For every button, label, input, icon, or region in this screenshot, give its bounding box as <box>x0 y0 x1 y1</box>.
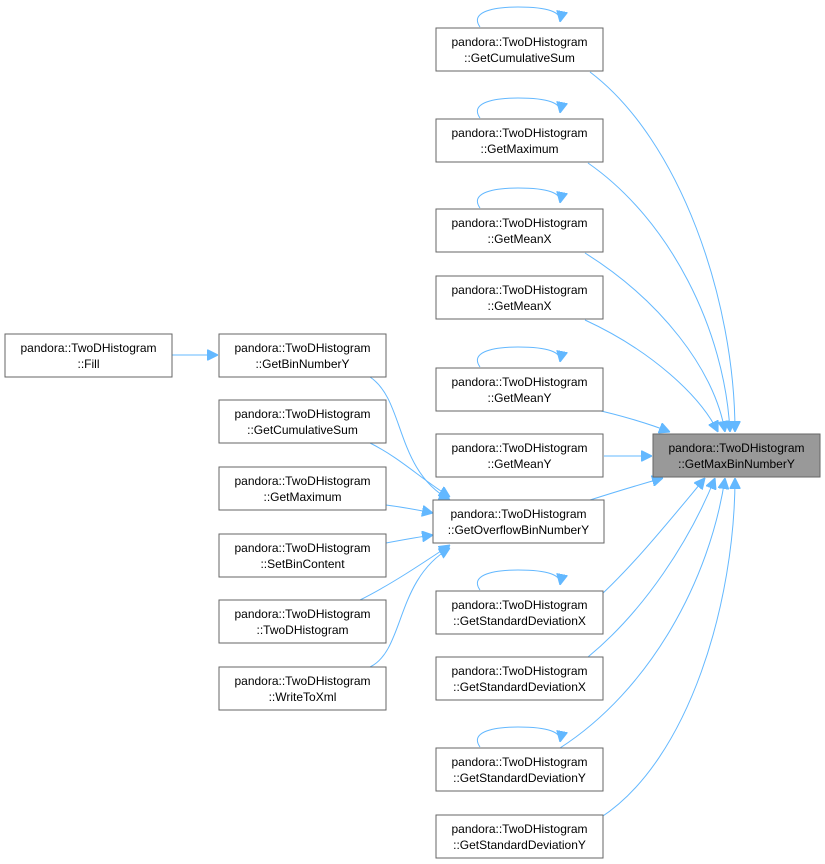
node-get-mean-y-1-line2: ::GetMeanY <box>487 391 551 405</box>
node-get-max-bin-number-y[interactable]: pandora::TwoDHistogram ::GetMaxBinNumber… <box>652 433 821 478</box>
node-write-to-xml-line2: ::WriteToXml <box>269 690 337 704</box>
node-get-mean-x-2-line1: pandora::TwoDHistogram <box>451 283 587 297</box>
edge-maximum-to-getmaxbinnumbery <box>587 162 730 432</box>
node-get-maximum-line1: pandora::TwoDHistogram <box>451 126 587 140</box>
node-get-std-dev-x-1-line1: pandora::TwoDHistogram <box>451 598 587 612</box>
self-loop-stddevx1 <box>477 569 560 591</box>
node-write-to-xml-line1: pandora::TwoDHistogram <box>234 674 370 688</box>
node-get-mean-y-2-line1: pandora::TwoDHistogram <box>451 441 587 455</box>
node-get-bin-number-y-line1: pandora::TwoDHistogram <box>234 341 370 355</box>
node-get-cumulative-sum-left-line1: pandora::TwoDHistogram <box>234 407 370 421</box>
node-get-cumulative-sum-left[interactable]: pandora::TwoDHistogram ::GetCumulativeSu… <box>218 399 387 444</box>
self-loop-stddevy1 <box>477 726 560 748</box>
node-get-std-dev-x-2-line2: ::GetStandardDeviationX <box>453 680 586 694</box>
node-get-overflow-bin-number-y-line2: ::GetOverflowBinNumberY <box>448 523 589 537</box>
edge-stddevy1-to-getmaxbinnumbery <box>559 478 725 749</box>
node-get-max-bin-number-y-line2: ::GetMaxBinNumberY <box>678 457 795 471</box>
node-write-to-xml[interactable]: pandora::TwoDHistogram ::WriteToXml <box>218 666 387 711</box>
node-get-std-dev-x-2-line1: pandora::TwoDHistogram <box>451 664 587 678</box>
node-get-cumulative-sum-line1: pandora::TwoDHistogram <box>451 35 587 49</box>
node-get-std-dev-x-1[interactable]: pandora::TwoDHistogram ::GetStandardDevi… <box>435 590 604 635</box>
node-get-std-dev-x-2[interactable]: pandora::TwoDHistogram ::GetStandardDevi… <box>435 656 604 701</box>
node-get-mean-x-1[interactable]: pandora::TwoDHistogram ::GetMeanX <box>435 208 604 253</box>
node-get-std-dev-y-2[interactable]: pandora::TwoDHistogram ::GetStandardDevi… <box>435 814 604 859</box>
node-get-std-dev-y-2-line1: pandora::TwoDHistogram <box>451 822 587 836</box>
edge-getbinnumbery-to-overflow <box>369 376 450 500</box>
node-get-cumulative-sum[interactable]: pandora::TwoDHistogram ::GetCumulativeSu… <box>435 27 604 72</box>
node-two-d-histogram[interactable]: pandora::TwoDHistogram ::TwoDHistogram <box>218 599 387 644</box>
node-get-bin-number-y[interactable]: pandora::TwoDHistogram ::GetBinNumberY <box>218 333 387 378</box>
node-get-mean-x-1-line2: ::GetMeanX <box>487 232 551 246</box>
edge-stddevx2-to-getmaxbinnumbery <box>587 478 715 658</box>
node-get-maximum[interactable]: pandora::TwoDHistogram ::GetMaximum <box>435 118 604 163</box>
node-get-mean-x-2[interactable]: pandora::TwoDHistogram ::GetMeanX <box>435 275 604 320</box>
node-get-maximum-left-line2: ::GetMaximum <box>263 490 341 504</box>
node-set-bin-content-line1: pandora::TwoDHistogram <box>234 541 370 555</box>
edge-writetoxml-to-overflow <box>369 548 450 668</box>
self-loop-meany1 <box>477 346 560 368</box>
edge-stddevx1-to-getmaxbinnumbery <box>589 478 705 606</box>
self-loop-meanx1 <box>477 187 560 209</box>
node-fill-line2: ::Fill <box>78 357 100 371</box>
node-get-bin-number-y-line2: ::GetBinNumberY <box>255 357 349 371</box>
node-get-cumulative-sum-left-line2: ::GetCumulativeSum <box>247 423 358 437</box>
node-get-maximum-line2: ::GetMaximum <box>480 142 558 156</box>
edge-overflow-to-getmaxbinnumbery <box>589 478 663 501</box>
edge-cumulativesum-to-getmaxbinnumbery <box>589 71 735 432</box>
node-get-maximum-left[interactable]: pandora::TwoDHistogram ::GetMaximum <box>218 466 387 511</box>
node-set-bin-content-line2: ::SetBinContent <box>260 557 345 571</box>
node-get-mean-y-1[interactable]: pandora::TwoDHistogram ::GetMeanY <box>435 367 604 412</box>
node-get-maximum-left-line1: pandora::TwoDHistogram <box>234 474 370 488</box>
node-set-bin-content[interactable]: pandora::TwoDHistogram ::SetBinContent <box>218 533 387 578</box>
node-get-std-dev-y-1[interactable]: pandora::TwoDHistogram ::GetStandardDevi… <box>435 747 604 792</box>
node-two-d-histogram-line2: ::TwoDHistogram <box>256 623 348 637</box>
node-get-overflow-bin-number-y[interactable]: pandora::TwoDHistogram ::GetOverflowBinN… <box>432 499 605 544</box>
node-get-max-bin-number-y-line1: pandora::TwoDHistogram <box>668 441 804 455</box>
node-get-mean-x-2-line2: ::GetMeanX <box>487 299 551 313</box>
node-get-mean-x-1-line1: pandora::TwoDHistogram <box>451 216 587 230</box>
node-get-std-dev-y-1-line2: ::GetStandardDeviationY <box>453 771 586 785</box>
edge-stddevy2-to-getmaxbinnumbery <box>599 478 735 819</box>
node-get-mean-y-2[interactable]: pandora::TwoDHistogram ::GetMeanY <box>435 433 604 478</box>
node-two-d-histogram-line1: pandora::TwoDHistogram <box>234 607 370 621</box>
edge-meany1-to-getmaxbinnumbery <box>591 408 670 432</box>
node-get-mean-y-2-line2: ::GetMeanY <box>487 457 551 471</box>
node-get-std-dev-y-2-line2: ::GetStandardDeviationY <box>453 838 586 852</box>
edge-meanx1-to-getmaxbinnumbery <box>584 252 725 432</box>
edge-setbincontent-to-overflow <box>385 535 433 544</box>
node-get-cumulative-sum-line2: ::GetCumulativeSum <box>464 51 575 65</box>
edge-cumulativesum-left-to-overflow <box>369 442 450 497</box>
node-get-mean-y-1-line1: pandora::TwoDHistogram <box>451 375 587 389</box>
node-fill[interactable]: pandora::TwoDHistogram ::Fill <box>4 333 173 378</box>
node-get-std-dev-x-1-line2: ::GetStandardDeviationX <box>453 614 586 628</box>
node-get-overflow-bin-number-y-line1: pandora::TwoDHistogram <box>450 507 586 521</box>
node-get-std-dev-y-1-line1: pandora::TwoDHistogram <box>451 755 587 769</box>
edge-maximum-left-to-overflow <box>385 504 433 513</box>
edge-meanx2-to-getmaxbinnumbery <box>584 319 718 432</box>
self-loop-maximum <box>477 97 560 119</box>
node-fill-line1: pandora::TwoDHistogram <box>20 341 156 355</box>
self-loop-cumulativesum <box>477 6 560 28</box>
edges <box>172 6 735 819</box>
